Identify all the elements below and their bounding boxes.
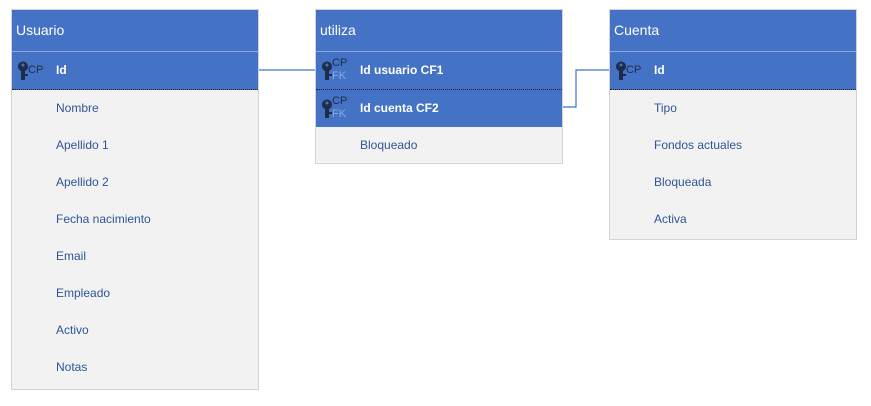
field-row[interactable]: Apellido 2: [12, 164, 258, 201]
field-row[interactable]: Fecha nacimiento: [12, 201, 258, 238]
foreign-key-badge: FK: [332, 108, 347, 120]
field-label: Fecha nacimiento: [56, 212, 151, 226]
field-label: Nombre: [56, 101, 99, 115]
field-row[interactable]: Nombre: [12, 90, 258, 127]
table-title: Usuario: [12, 10, 258, 52]
field-row[interactable]: Notas: [12, 349, 258, 386]
field-label: Bloqueado: [360, 138, 418, 152]
primary-key-badge: CP: [332, 95, 348, 107]
field-row[interactable]: Bloqueada: [610, 164, 856, 201]
field-row[interactable]: Fondos actuales: [610, 127, 856, 164]
primary-key-badge: CP: [626, 64, 642, 76]
field-row[interactable]: Tipo: [610, 90, 856, 127]
field-label: Apellido 2: [56, 175, 109, 189]
primary-key-badge: CP: [28, 64, 44, 76]
field-label: Empleado: [56, 286, 111, 300]
field-row[interactable]: Apellido 1: [12, 127, 258, 164]
field-row[interactable]: Activo: [12, 312, 258, 349]
primary-key-badge: CP: [332, 57, 348, 69]
field-label: Id: [56, 63, 67, 77]
field-label: Bloqueada: [654, 175, 712, 189]
field-label: Fondos actuales: [654, 138, 743, 152]
foreign-key-row[interactable]: CP FK Id cuenta CF2: [316, 90, 562, 127]
field-row[interactable]: Bloqueado: [316, 127, 562, 164]
cuenta-table[interactable]: Cuenta CP Id Tipo Fondos actuales Bloque…: [609, 9, 857, 240]
field-label: Activa: [654, 212, 687, 226]
field-label: Id usuario CF1: [360, 63, 444, 77]
field-label: Id: [654, 63, 665, 77]
foreign-key-badge: FK: [332, 70, 347, 82]
field-label: Id cuenta CF2: [360, 101, 439, 115]
field-label: Email: [56, 249, 87, 263]
table-title: Cuenta: [610, 10, 856, 52]
field-label: Tipo: [654, 101, 677, 115]
utiliza-cuenta-connector: [562, 69, 611, 108]
field-row[interactable]: Email: [12, 238, 258, 275]
field-label: Notas: [56, 360, 88, 374]
usuario-table[interactable]: Usuario CP Id Nombre Apellido 1 Apellido…: [11, 9, 259, 390]
foreign-key-row[interactable]: CP FK Id usuario CF1: [316, 52, 562, 90]
utiliza-table[interactable]: utiliza CP FK Id usuario CF1 CP FK Id cu…: [315, 9, 563, 164]
key-icon: [18, 61, 28, 80]
field-row[interactable]: Empleado: [12, 275, 258, 312]
key-icon: [322, 99, 332, 118]
field-label: Activo: [56, 323, 89, 337]
field-label: Apellido 1: [56, 138, 109, 152]
field-row[interactable]: Activa: [610, 201, 856, 238]
primary-key-row[interactable]: CP Id: [12, 52, 258, 90]
key-icon: [322, 61, 332, 80]
primary-key-row[interactable]: CP Id: [610, 52, 856, 90]
table-title: utiliza: [316, 10, 562, 52]
key-icon: [616, 61, 626, 80]
